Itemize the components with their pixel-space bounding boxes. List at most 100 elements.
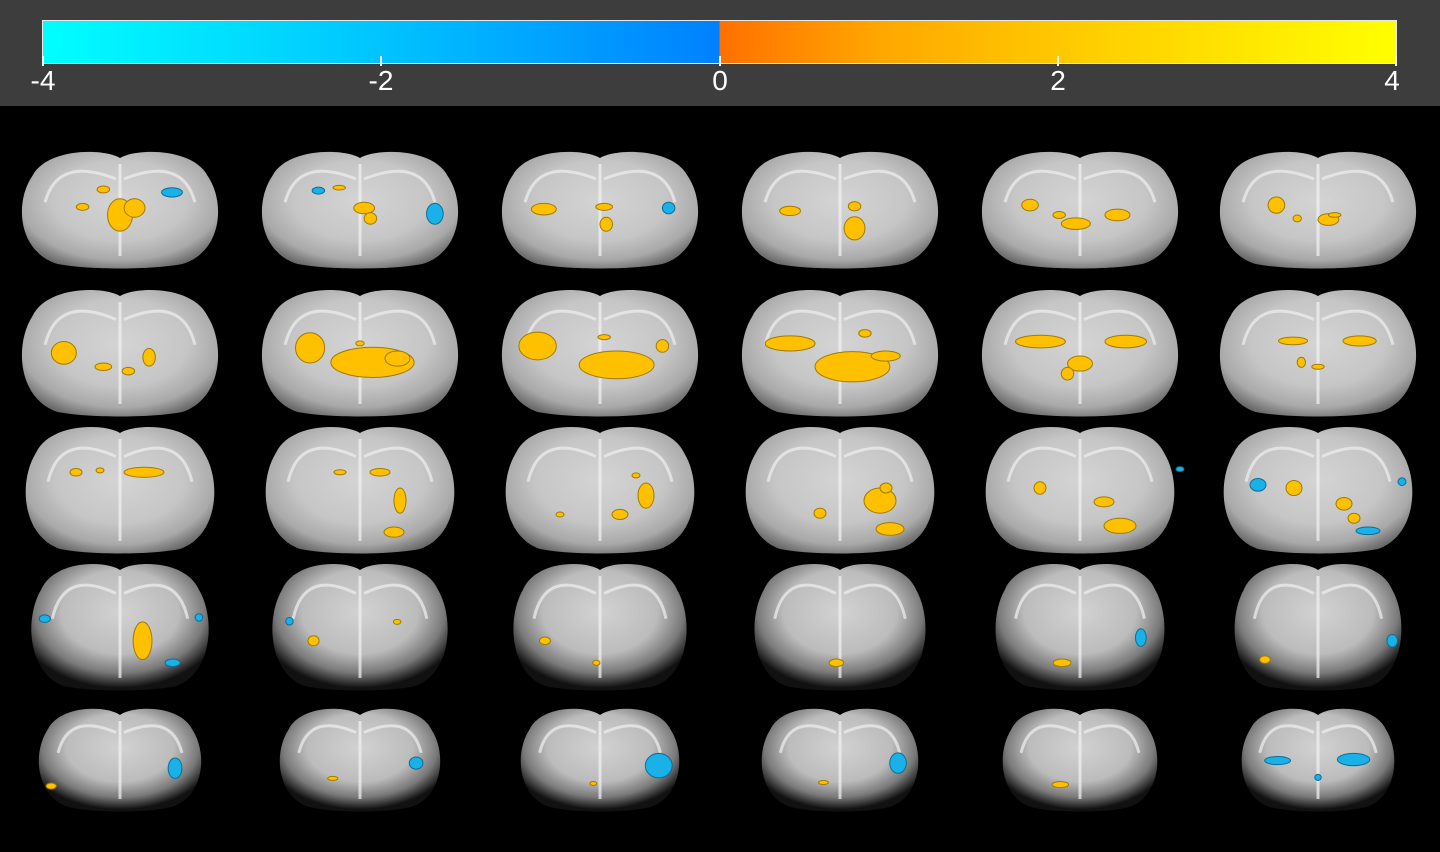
white-matter-tract — [50, 583, 117, 620]
white-matter-tract — [1241, 309, 1315, 346]
negative-activation-cluster — [1175, 466, 1185, 473]
white-matter-tract — [538, 724, 597, 754]
white-matter-tract — [603, 583, 668, 620]
white-matter-tract — [843, 583, 907, 620]
brain-slice — [31, 564, 209, 691]
negative-activation-cluster — [661, 201, 676, 215]
brain-slice — [745, 427, 935, 554]
negative-activation-cluster — [167, 757, 183, 779]
white-matter-tract — [123, 309, 197, 346]
positive-activation-cluster — [94, 362, 113, 372]
positive-activation-cluster — [384, 350, 411, 367]
negative-activation-cluster — [644, 752, 673, 779]
white-matter-tract — [123, 446, 194, 483]
white-matter-tract — [1083, 583, 1146, 620]
colorbar-tick — [1395, 56, 1397, 66]
positive-activation-cluster — [1015, 334, 1066, 349]
white-matter-tract — [843, 169, 917, 203]
positive-activation-cluster — [123, 466, 165, 478]
white-matter-tract — [1083, 169, 1157, 203]
positive-activation-cluster — [295, 332, 326, 364]
positive-activation-cluster — [817, 779, 829, 786]
negative-activation-cluster — [285, 616, 294, 626]
brain-slice — [261, 151, 459, 269]
white-matter-tract — [1019, 724, 1077, 754]
brain-slice — [261, 290, 459, 417]
brain-slice — [21, 151, 219, 269]
positive-activation-cluster — [870, 350, 901, 362]
positive-activation-cluster — [369, 467, 391, 477]
brain-slice — [754, 564, 926, 691]
positive-activation-cluster — [631, 472, 641, 479]
positive-activation-cluster — [1347, 512, 1361, 524]
white-matter-tract — [526, 446, 597, 483]
colorbar-tick-label: 2 — [1050, 65, 1066, 96]
colorbar-tick-label: 4 — [1384, 65, 1400, 96]
positive-activation-cluster — [875, 522, 905, 536]
negative-activation-cluster — [38, 614, 51, 623]
brain-slice — [1219, 151, 1417, 269]
negative-activation-cluster — [1336, 752, 1371, 767]
white-matter-tract — [843, 724, 902, 754]
white-matter-tract — [1083, 309, 1157, 346]
positive-activation-cluster — [333, 469, 347, 476]
positive-activation-cluster — [393, 487, 407, 514]
positive-activation-cluster — [1311, 363, 1325, 370]
brain-slice — [761, 708, 919, 812]
brain-slice — [985, 427, 1185, 554]
brain-slice — [272, 564, 448, 691]
colorbar-panel: -4 -2 0 2 4 — [0, 0, 1440, 106]
positive-activation-cluster — [50, 341, 77, 365]
white-matter-tract — [46, 446, 117, 483]
white-matter-tract — [363, 724, 423, 754]
brain-slice — [513, 564, 687, 691]
positive-activation-cluster — [828, 658, 845, 668]
positive-activation-cluster — [530, 202, 557, 216]
white-matter-tract — [1083, 724, 1141, 754]
positive-activation-cluster — [392, 618, 402, 625]
white-matter-tract — [1321, 724, 1378, 754]
white-matter-tract — [843, 446, 914, 483]
positive-activation-cluster — [599, 216, 613, 232]
negative-activation-cluster — [164, 658, 181, 668]
brain-slice — [520, 708, 680, 812]
white-matter-tract — [56, 724, 117, 754]
positive-activation-cluster — [327, 775, 339, 781]
white-matter-tract — [1241, 169, 1315, 203]
positive-activation-cluster — [383, 526, 405, 538]
positive-activation-cluster — [1021, 198, 1039, 212]
positive-activation-cluster — [879, 482, 893, 494]
white-matter-tract — [766, 446, 837, 483]
brain-slice — [501, 151, 699, 269]
positive-activation-cluster — [69, 467, 83, 477]
positive-activation-cluster — [538, 636, 551, 646]
white-matter-tract — [1321, 583, 1384, 620]
positive-activation-cluster — [1033, 481, 1047, 495]
negative-activation-cluster — [408, 756, 424, 770]
white-matter-tract — [283, 309, 357, 346]
positive-activation-cluster — [1060, 366, 1075, 381]
colorbar-tick — [1057, 56, 1059, 66]
positive-activation-cluster — [1067, 355, 1093, 372]
negative-activation-cluster — [889, 752, 907, 774]
white-matter-tract — [532, 583, 597, 620]
colorbar-tick-label: -2 — [368, 65, 394, 96]
white-matter-tract — [523, 169, 597, 203]
positive-activation-cluster — [1277, 336, 1309, 346]
positive-activation-cluster — [592, 659, 601, 666]
colorbar-tick — [719, 56, 721, 66]
positive-activation-cluster — [95, 467, 105, 474]
white-matter-tract — [123, 169, 197, 203]
negative-activation-cluster — [1397, 477, 1407, 486]
positive-activation-cluster — [1292, 214, 1302, 223]
brain-slice — [279, 708, 441, 812]
negative-activation-cluster — [311, 186, 326, 195]
white-matter-tract — [1252, 583, 1315, 620]
positive-activation-cluster — [555, 511, 565, 518]
positive-activation-cluster — [847, 201, 862, 212]
positive-activation-cluster — [1052, 658, 1072, 668]
positive-activation-cluster — [1327, 212, 1342, 218]
white-matter-tract — [1258, 724, 1315, 754]
positive-activation-cluster — [1342, 335, 1377, 347]
negative-activation-cluster — [194, 613, 204, 622]
